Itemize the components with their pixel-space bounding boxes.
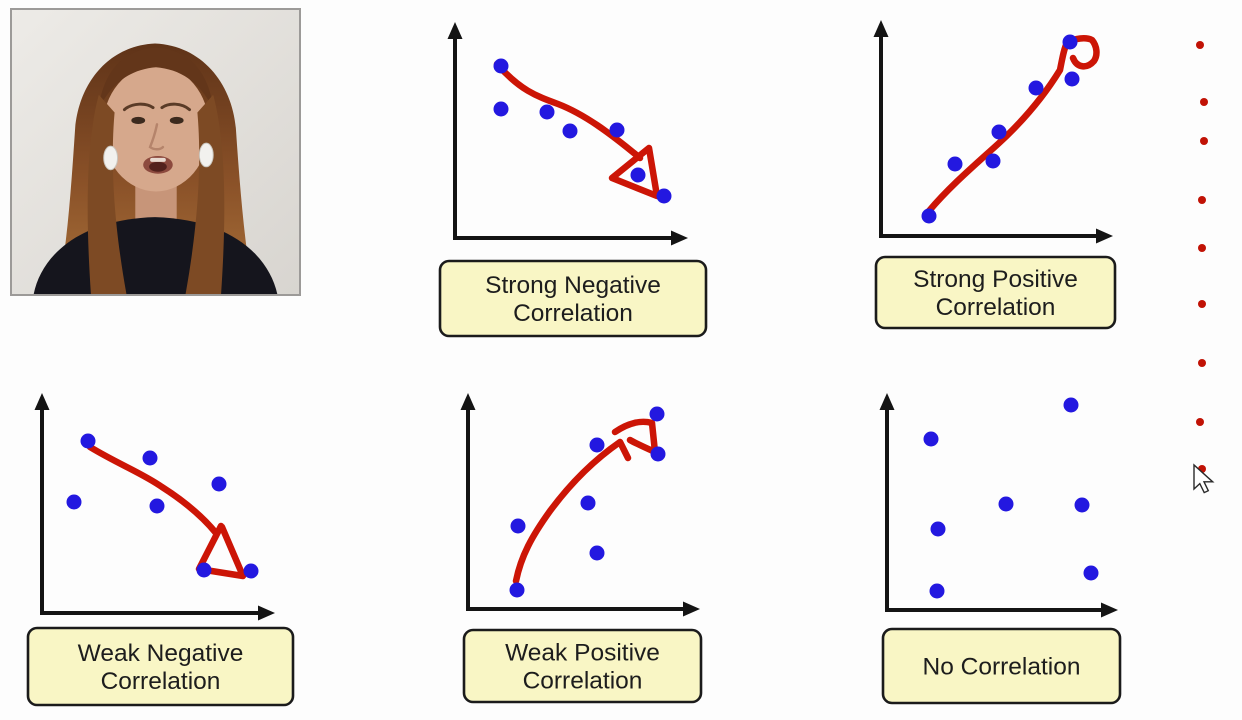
- red-dot: [1198, 196, 1206, 204]
- presenter-brow-left: [122, 102, 155, 112]
- pen-trend-arrow: [512, 418, 659, 585]
- data-point: [589, 545, 605, 561]
- presenter-hair-strand-left: [87, 94, 127, 294]
- data-point: [1083, 565, 1099, 581]
- red-dot: [1198, 244, 1206, 252]
- data-point: [921, 208, 937, 224]
- presenter-illustration: [12, 10, 299, 294]
- caption-box-strong-positive: [874, 255, 1117, 330]
- data-point: [929, 583, 945, 599]
- red-dotted-line: [1196, 41, 1208, 473]
- x-axis-arrow: [671, 230, 688, 246]
- data-point: [211, 476, 227, 492]
- data-point: [998, 496, 1014, 512]
- red-dot: [1196, 418, 1204, 426]
- data-point: [609, 122, 625, 138]
- data-point: [589, 437, 605, 453]
- data-point: [985, 153, 1001, 169]
- data-point: [1062, 34, 1078, 50]
- caption-text-no-correlation: No Correlation: [923, 654, 1081, 681]
- presenter-earring-left: [103, 145, 119, 171]
- x-axis-arrow: [683, 601, 700, 617]
- caption-box-no-correlation: [881, 627, 1122, 705]
- red-dot: [1196, 41, 1204, 49]
- presenter-fringe: [98, 47, 214, 109]
- data-point: [649, 406, 665, 422]
- caption-box-weak-positive: [462, 628, 703, 704]
- data-point: [947, 156, 963, 172]
- data-point: [243, 563, 259, 579]
- red-dot: [1198, 359, 1206, 367]
- data-point: [493, 58, 509, 74]
- presenter-earring-right: [198, 142, 214, 168]
- data-point: [991, 124, 1007, 140]
- y-axis-arrow: [34, 393, 50, 410]
- presenter-nose: [148, 123, 165, 151]
- data-point: [923, 431, 939, 447]
- red-dot: [1198, 300, 1206, 308]
- data-point: [510, 518, 526, 534]
- data-point: [80, 433, 96, 449]
- data-point: [509, 582, 525, 598]
- data-point: [580, 495, 596, 511]
- pen-trend-arrow: [493, 60, 661, 200]
- red-dot: [1200, 98, 1208, 106]
- presenter-mouth-inner: [149, 161, 167, 172]
- y-axis-arrow: [879, 393, 895, 410]
- pen-trend-arrow: [86, 443, 247, 580]
- data-point: [1063, 397, 1079, 413]
- data-point: [66, 494, 82, 510]
- plot-no-correlation: No Correlation: [879, 393, 1122, 705]
- x-axis-arrow: [1101, 602, 1118, 618]
- data-point: [930, 521, 946, 537]
- data-point: [630, 167, 646, 183]
- data-point: [539, 104, 555, 120]
- data-point: [142, 450, 158, 466]
- presenter-eye-right: [169, 116, 184, 124]
- caption-box-strong-negative: [438, 259, 708, 338]
- data-point: [196, 562, 212, 578]
- red-dot: [1200, 137, 1208, 145]
- mouse-cursor: [1193, 463, 1215, 494]
- data-point: [650, 446, 666, 462]
- data-point: [1064, 71, 1080, 87]
- caption-box-weak-negative: [26, 626, 295, 707]
- data-point: [1074, 497, 1090, 513]
- y-axis-arrow: [460, 393, 476, 410]
- presenter-eye-left: [131, 116, 146, 124]
- data-point: [149, 498, 165, 514]
- data-point: [1028, 80, 1044, 96]
- x-axis-arrow: [258, 605, 275, 621]
- pen-trend-arrow: [925, 35, 1100, 215]
- y-axis-arrow: [873, 20, 889, 37]
- presenter-hair-strand-right: [185, 94, 225, 294]
- x-axis-arrow: [1096, 228, 1113, 244]
- data-point: [493, 101, 509, 117]
- presenter-brow-right: [160, 102, 191, 112]
- data-point: [656, 188, 672, 204]
- webcam-video: [10, 8, 301, 296]
- y-axis-arrow: [447, 22, 463, 39]
- data-point: [562, 123, 578, 139]
- presenter-teeth: [150, 157, 166, 162]
